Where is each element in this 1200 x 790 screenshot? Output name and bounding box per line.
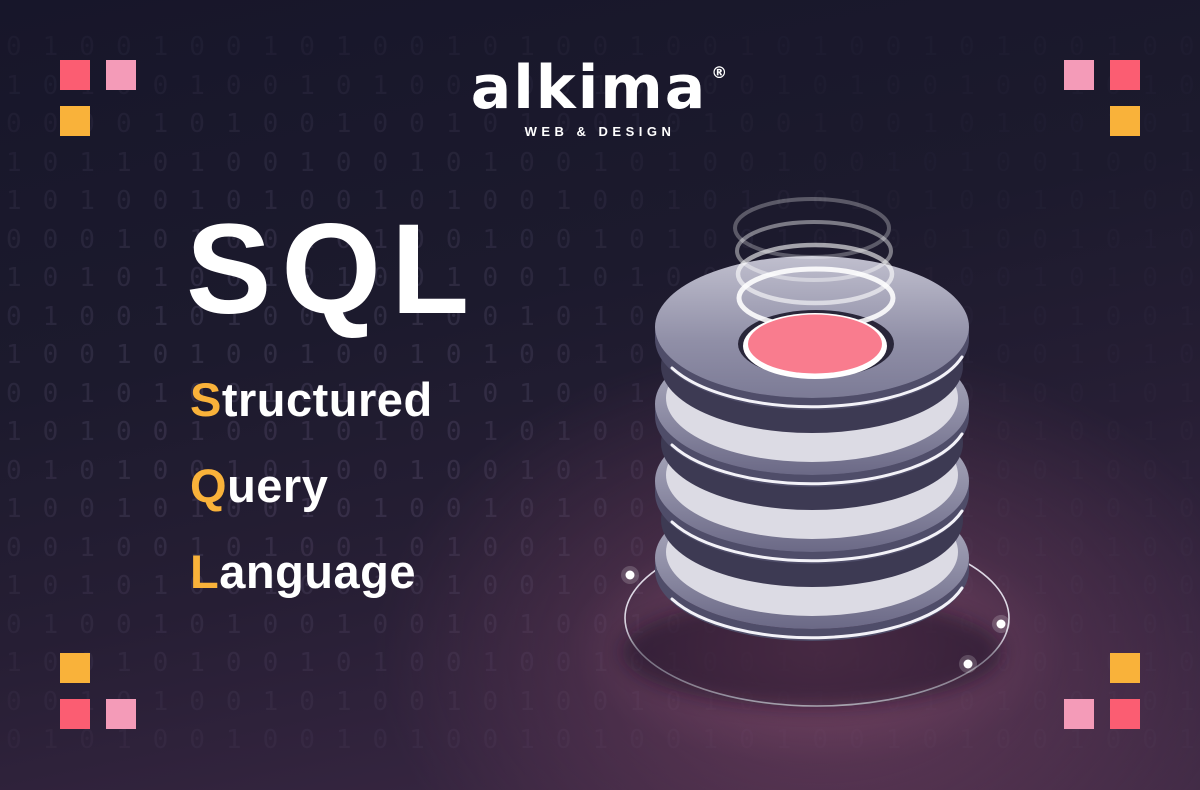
decor-square-pink [106, 60, 136, 90]
disc-highlight-arc [670, 432, 964, 486]
decor-square-orange [60, 653, 90, 683]
acronym-initial: Q [190, 459, 228, 512]
acronym-word-rest: anguage [219, 545, 416, 598]
orbit-dot [959, 655, 977, 673]
database-disc [655, 327, 969, 410]
acronym-word-language: Language [190, 548, 433, 595]
disc-highlight-arc [670, 355, 964, 409]
decor-square-red [60, 60, 90, 90]
headline-acronym: SQL [186, 198, 480, 341]
acronym-word-structured: Structured [190, 376, 433, 423]
decor-square-red [60, 699, 90, 729]
corner-squares-top-left [60, 60, 136, 136]
acronym-word-rest: uery [227, 459, 329, 512]
brand-name-line: alkima® [0, 58, 1200, 118]
corner-squares-bottom-right [1064, 653, 1140, 729]
corner-squares-bottom-left [60, 653, 136, 729]
decor-square-orange [1110, 653, 1140, 683]
decor-square-orange [1110, 106, 1140, 136]
decor-square-pink [106, 699, 136, 729]
database-disc [655, 558, 969, 641]
disc-highlight-arc [670, 586, 964, 640]
database-disc [655, 481, 969, 564]
database-illustration [570, 197, 1068, 765]
brand-logo: alkima® WEB & DESIGN [0, 58, 1200, 139]
rising-ring [735, 242, 895, 306]
decor-square-pink [1064, 60, 1094, 90]
rising-ring [733, 197, 891, 259]
database-core-pink [748, 314, 882, 374]
database-disc [655, 404, 969, 487]
decor-square-red [1110, 699, 1140, 729]
brand-name: alkima [470, 53, 708, 123]
acronym-initial: L [190, 545, 220, 598]
registered-mark: ® [711, 63, 730, 82]
acronym-word-query: Query [190, 462, 433, 509]
disc-highlight-arc [670, 509, 964, 563]
decor-square-pink [1064, 699, 1094, 729]
orbit-dot [621, 566, 639, 584]
database-stack [655, 197, 969, 641]
acronym-words: Structured Query Language [190, 376, 433, 634]
rising-ring [735, 220, 893, 282]
decor-square-red [1110, 60, 1140, 90]
corner-squares-top-right [1064, 60, 1140, 136]
acronym-initial: S [190, 373, 222, 426]
acronym-word-rest: tructured [221, 373, 433, 426]
decor-square-orange [60, 106, 90, 136]
brand-tagline: WEB & DESIGN [524, 124, 676, 139]
orbit-dot [992, 615, 1010, 633]
